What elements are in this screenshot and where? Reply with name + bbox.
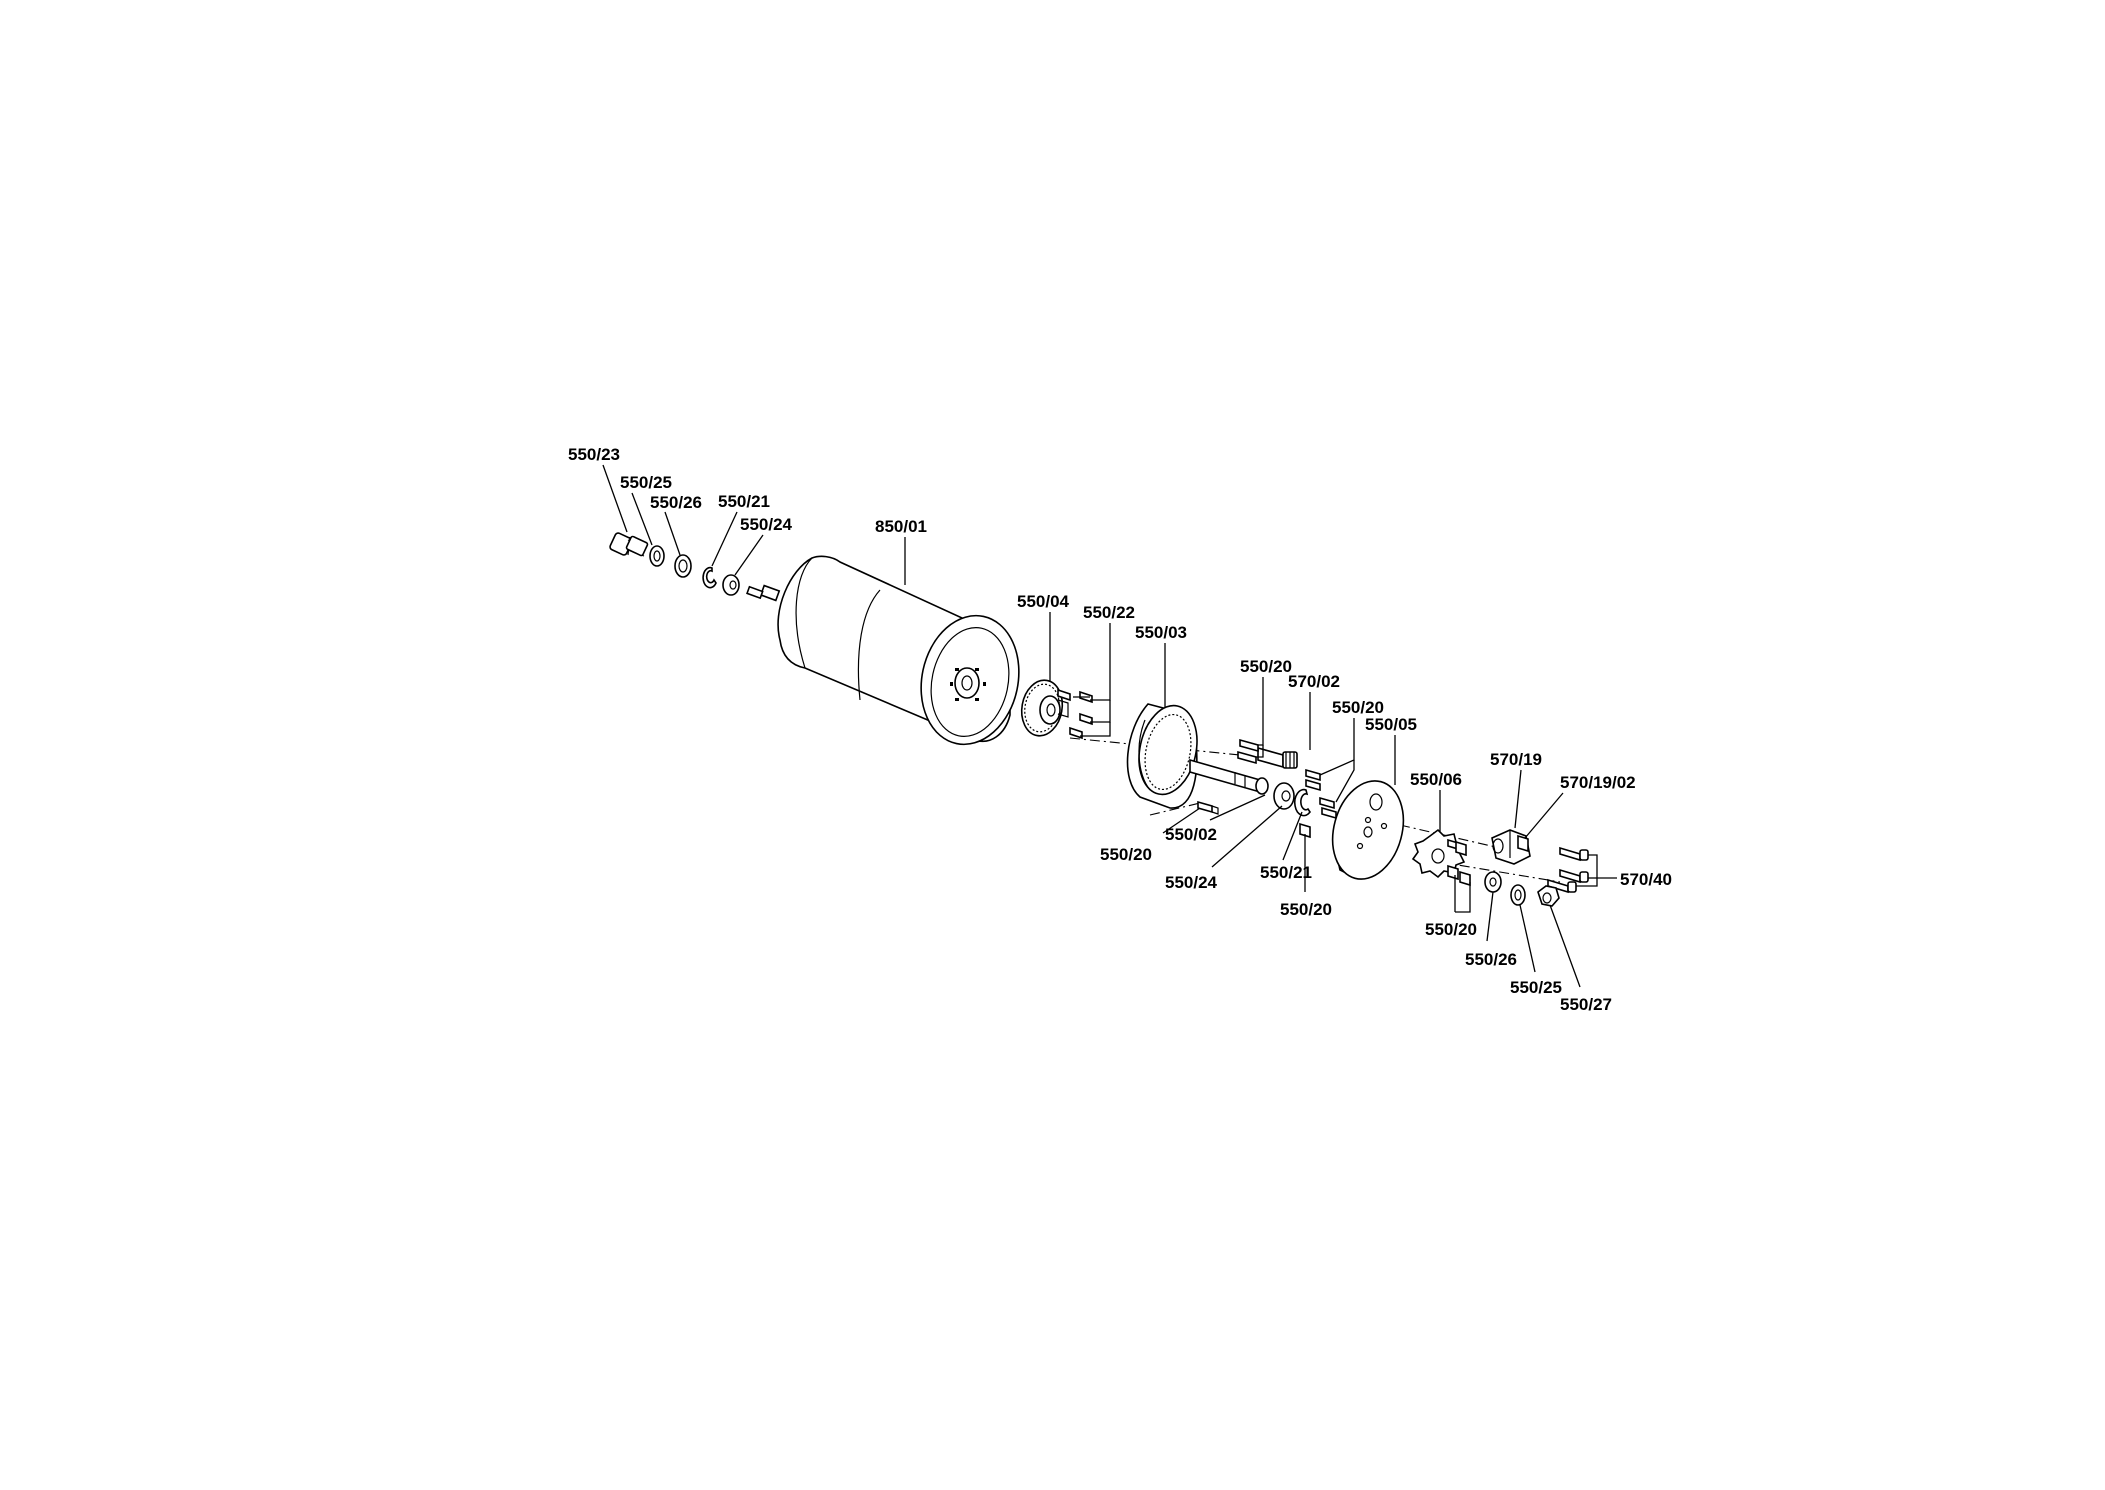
- label-550-26: 550/26: [650, 493, 702, 512]
- drum-850-01: [746, 555, 1020, 746]
- washer-550-25: [649, 545, 665, 567]
- washer-550-24: [722, 574, 740, 596]
- label-550-04: 550/04: [1017, 592, 1070, 611]
- label-550-03: 550/03: [1135, 623, 1187, 642]
- label-550-20-c: 550/20: [1100, 845, 1152, 864]
- washer-550-26-right: [1484, 871, 1502, 893]
- screw-550-20-bottom: [1299, 822, 1311, 839]
- label-550-24-b: 550/24: [1165, 873, 1218, 892]
- label-550-24: 550/24: [740, 515, 793, 534]
- label-550-22: 550/22: [1083, 603, 1135, 622]
- screws-550-20-coupling: [1447, 840, 1471, 887]
- circlip-550-21-pin: [1293, 788, 1311, 817]
- label-550-02: 550/02: [1165, 825, 1217, 844]
- coupling-550-06: [1411, 828, 1466, 879]
- bracket-570-19: [1491, 829, 1531, 865]
- nut-550-27: [1537, 885, 1560, 907]
- gear-550-04: [1020, 679, 1069, 737]
- washer-550-26: [674, 554, 692, 578]
- label-550-06: 550/06: [1410, 770, 1462, 789]
- label-570-40: 570/40: [1620, 870, 1672, 889]
- shaft-550-02: [1189, 758, 1269, 795]
- screws-570-40: [1547, 846, 1589, 894]
- label-570-19: 570/19: [1490, 750, 1542, 769]
- assembly-axis-lines: [1069, 737, 1561, 883]
- label-850-01: 850/01: [875, 517, 927, 536]
- leader-lines: [602, 464, 1617, 988]
- label-550-20-d: 550/20: [1280, 900, 1332, 919]
- label-550-27: 550/27: [1560, 995, 1612, 1014]
- screw-550-20-lower: [1197, 800, 1219, 815]
- bolt-550-23: [609, 532, 649, 557]
- label-550-20-b: 550/20: [1332, 698, 1384, 717]
- label-570-19-02: 570/19/02: [1560, 773, 1636, 792]
- label-550-21: 550/21: [718, 492, 770, 511]
- part-labels: 550/23 550/25 550/26 550/21 550/24 850/0…: [568, 445, 1672, 1014]
- ring-gear-550-03: [1126, 703, 1198, 809]
- washer-550-24-pin: [1273, 782, 1295, 810]
- label-550-20-a: 550/20: [1240, 657, 1292, 676]
- circlip-550-21: [702, 566, 717, 589]
- shaft-570-02: [1257, 746, 1298, 769]
- label-550-25-b: 550/25: [1510, 978, 1562, 997]
- cover-plate-550-05: [1331, 780, 1405, 880]
- label-550-23: 550/23: [568, 445, 620, 464]
- screws-550-20-upper: [1237, 738, 1337, 820]
- washer-550-25-right: [1510, 884, 1526, 906]
- label-550-21-b: 550/21: [1260, 863, 1312, 882]
- label-550-26-b: 550/26: [1465, 950, 1517, 969]
- label-550-20-e: 550/20: [1425, 920, 1477, 939]
- label-570-02: 570/02: [1288, 672, 1340, 691]
- label-550-25: 550/25: [620, 473, 672, 492]
- label-550-05: 550/05: [1365, 715, 1417, 734]
